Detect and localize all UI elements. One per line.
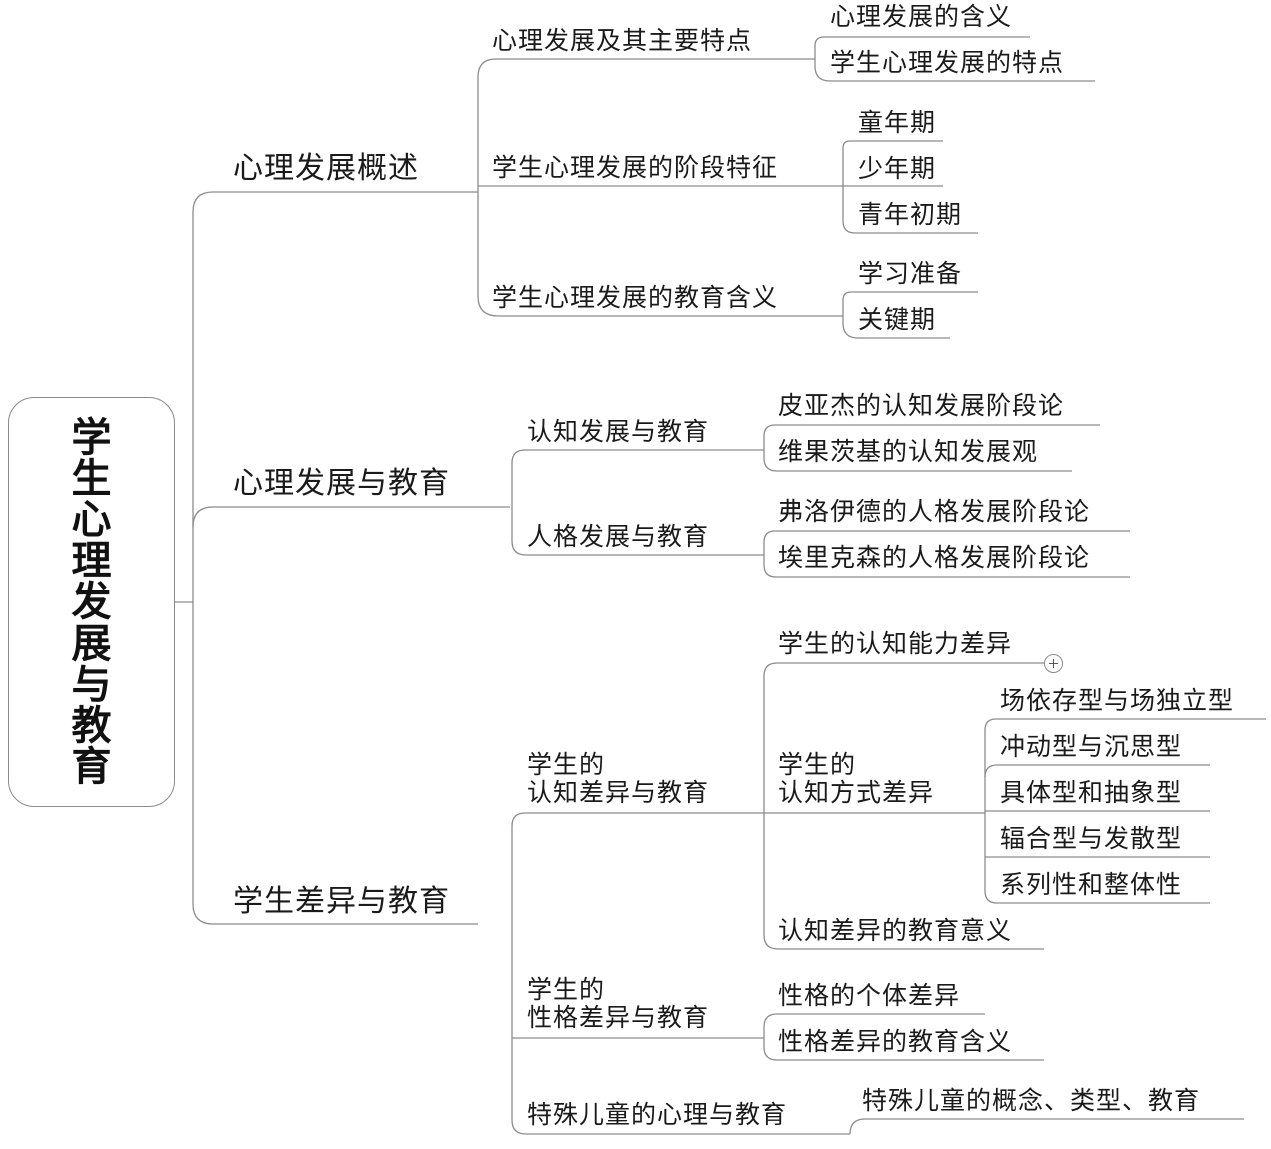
node-personality-differences[interactable]: 学生的 性格差异与教育 — [527, 976, 709, 1032]
leaf-cognitive-differences-meaning[interactable]: 认知差异的教育意义 — [778, 916, 1013, 945]
node-psych-dev-overview[interactable]: 心理发展概述 — [233, 151, 419, 186]
leaf-piaget[interactable]: 皮亚杰的认知发展阶段论 — [778, 391, 1065, 420]
root-node-char: 育 — [71, 743, 112, 791]
leaf-childhood[interactable]: 童年期 — [858, 108, 937, 137]
node-cognitive-dev-education[interactable]: 认知发展与教育 — [527, 417, 710, 446]
node-special-children[interactable]: 特殊儿童的心理与教育 — [527, 1100, 788, 1129]
leaf-early-adolescence[interactable]: 少年期 — [858, 154, 937, 183]
node-dev-features[interactable]: 心理发展及其主要特点 — [492, 26, 753, 55]
node-cognitive-differences-line1: 学生的 — [527, 750, 606, 779]
node-cognitive-style-differences-line2: 认知方式差异 — [778, 778, 935, 807]
plus-circle-icon[interactable] — [1044, 654, 1063, 673]
leaf-special-children-concepts[interactable]: 特殊儿童的概念、类型、教育 — [862, 1086, 1201, 1115]
root-node-char: 与 — [71, 660, 112, 708]
node-cognitive-style-differences-line1: 学生的 — [778, 750, 857, 779]
node-cognitive-style-differences[interactable]: 学生的 认知方式差异 — [778, 751, 934, 807]
node-stage-features[interactable]: 学生心理发展的阶段特征 — [492, 153, 779, 182]
leaf-critical-period[interactable]: 关键期 — [858, 305, 937, 334]
node-cognitive-ability-differences[interactable]: 学生的认知能力差异 — [778, 629, 1013, 658]
leaf-student-dev-features[interactable]: 学生心理发展的特点 — [830, 48, 1065, 77]
leaf-dev-meaning[interactable]: 心理发展的含义 — [830, 2, 1013, 31]
leaf-learning-readiness[interactable]: 学习准备 — [858, 259, 963, 288]
node-student-differences[interactable]: 学生差异与教育 — [233, 884, 450, 919]
leaf-convergent-divergent[interactable]: 辐合型与发散型 — [1000, 824, 1183, 853]
node-personality-differences-line1: 学生的 — [527, 975, 606, 1004]
leaf-personality-differences-meaning[interactable]: 性格差异的教育含义 — [778, 1027, 1013, 1056]
root-node[interactable]: 学生心理发展与教育 — [8, 397, 175, 807]
root-node-char: 展 — [71, 619, 112, 667]
root-node-char: 心 — [71, 496, 112, 544]
root-node-char: 生 — [71, 454, 112, 502]
leaf-impulsive-reflective[interactable]: 冲动型与沉思型 — [1000, 732, 1183, 761]
leaf-erikson[interactable]: 埃里克森的人格发展阶段论 — [778, 543, 1091, 572]
root-node-char: 学 — [71, 413, 112, 461]
root-node-label: 学生心理发展与教育 — [9, 416, 174, 788]
node-psych-dev-education[interactable]: 心理发展与教育 — [233, 466, 450, 501]
leaf-vygotsky[interactable]: 维果茨基的认知发展观 — [778, 437, 1039, 466]
node-cognitive-differences-line2: 认知差异与教育 — [527, 778, 710, 807]
node-personality-differences-line2: 性格差异与教育 — [527, 1003, 710, 1032]
root-node-char: 理 — [71, 537, 112, 585]
root-node-char: 教 — [71, 701, 112, 749]
root-node-char: 发 — [71, 578, 112, 626]
leaf-freud[interactable]: 弗洛伊德的人格发展阶段论 — [778, 497, 1091, 526]
node-cognitive-differences[interactable]: 学生的 认知差异与教育 — [527, 751, 709, 807]
node-personality-dev-education[interactable]: 人格发展与教育 — [527, 522, 710, 551]
leaf-early-youth[interactable]: 青年初期 — [858, 200, 963, 229]
node-educational-meaning[interactable]: 学生心理发展的教育含义 — [492, 283, 779, 312]
leaf-field-dependence[interactable]: 场依存型与场独立型 — [1000, 686, 1235, 715]
leaf-serial-holistic[interactable]: 系列性和整体性 — [1000, 870, 1183, 899]
leaf-concrete-abstract[interactable]: 具体型和抽象型 — [1000, 778, 1183, 807]
leaf-personality-individual-differences[interactable]: 性格的个体差异 — [778, 981, 961, 1010]
